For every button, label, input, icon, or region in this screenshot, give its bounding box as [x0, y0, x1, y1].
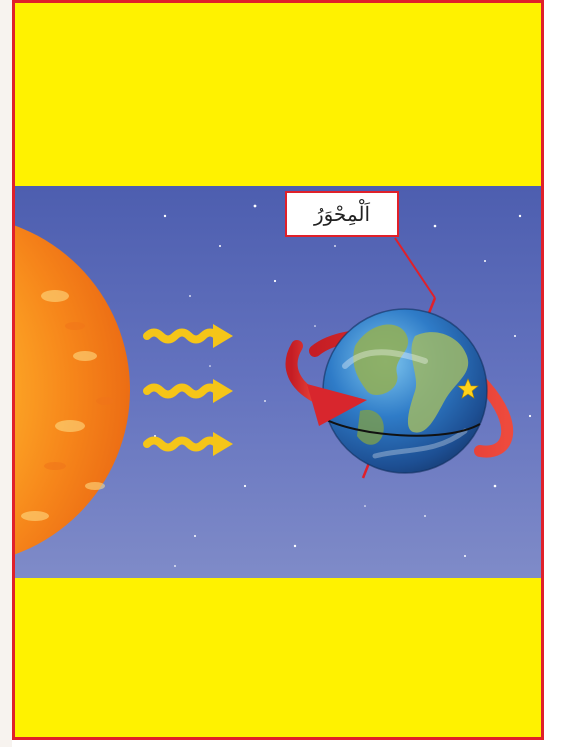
illustration-card: اَلْمِحْوَرُ: [12, 0, 544, 740]
left-margin-strip: [0, 0, 12, 747]
space-scene: اَلْمِحْوَرُ: [15, 186, 544, 578]
earth-globe-icon: [323, 309, 487, 473]
axis-label-text: اَلْمِحْوَرُ: [314, 202, 370, 226]
sun-earth-rotation-diagram: [15, 186, 544, 578]
axis-label-box: اَلْمِحْوَرُ: [285, 191, 399, 237]
